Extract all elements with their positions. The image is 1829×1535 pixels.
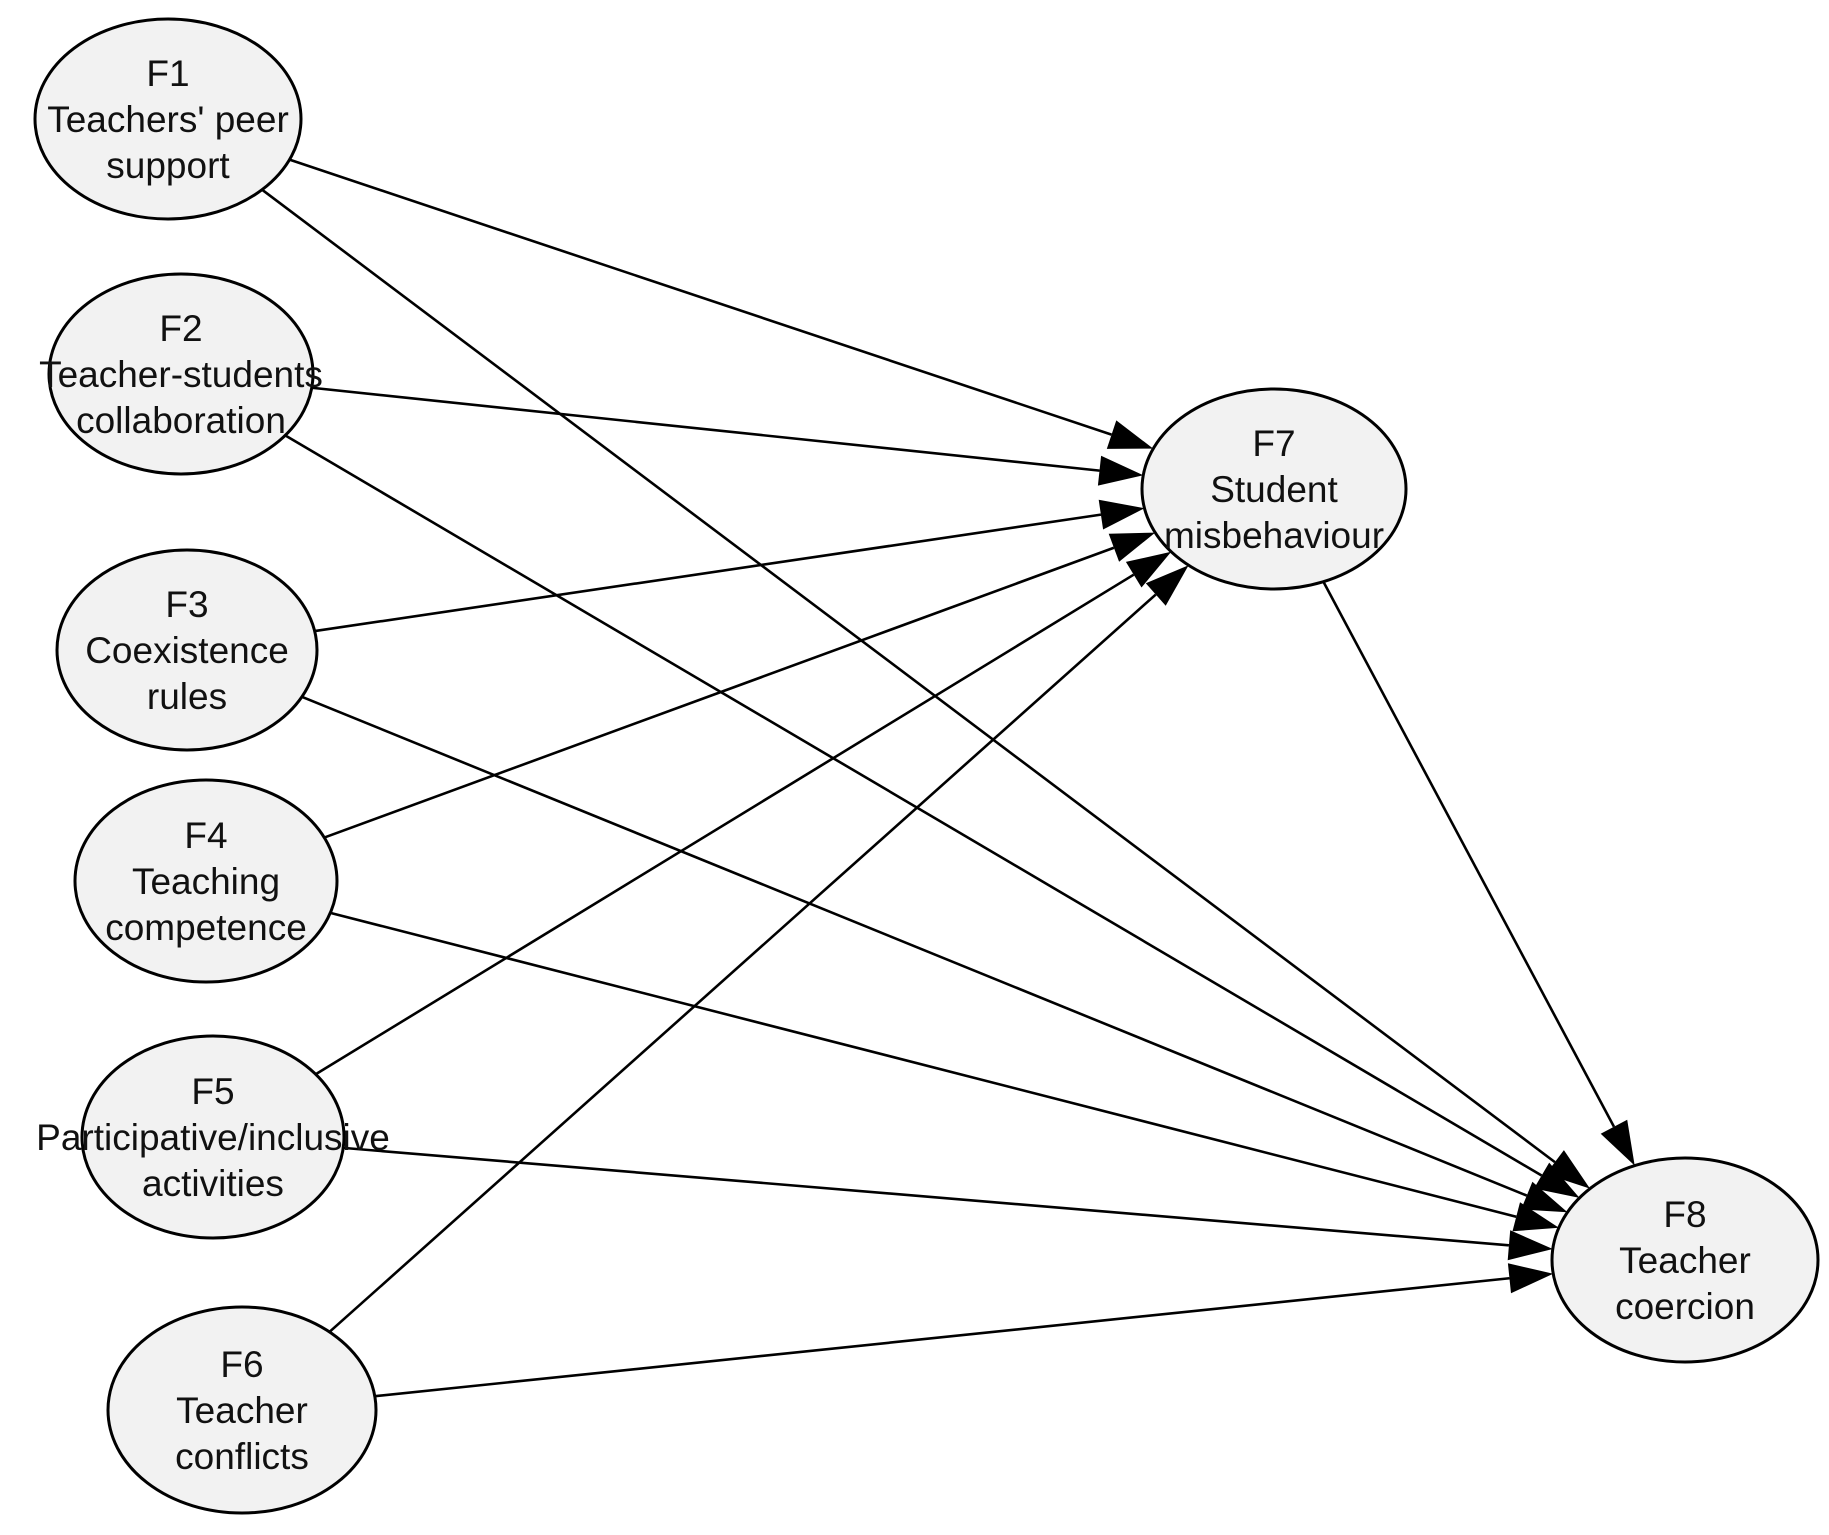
edge-line	[329, 911, 1517, 1219]
node-label-line: competence	[105, 907, 307, 948]
arrowhead-icon	[1145, 565, 1189, 606]
edge-f2-to-f8	[284, 434, 1580, 1198]
node-label-line: conflicts	[175, 1436, 309, 1477]
edge-f3-to-f8	[301, 695, 1568, 1213]
edge-line	[301, 695, 1528, 1197]
edge-f5-to-f8	[343, 1146, 1553, 1261]
node-id-label: F1	[146, 53, 189, 94]
arrowhead-icon	[1521, 1181, 1568, 1213]
arrowhead-icon	[1534, 1162, 1580, 1198]
node-ellipse	[1550, 1156, 1820, 1364]
edges-layer	[261, 158, 1635, 1398]
arrowhead-icon	[1507, 1230, 1553, 1261]
node-label-line: Teaching	[132, 861, 280, 902]
node-id-label: F3	[165, 584, 208, 625]
node-id-label: F2	[159, 308, 202, 349]
edge-f1-to-f8	[261, 188, 1590, 1189]
edge-line	[311, 386, 1100, 472]
node-label-line: rules	[147, 676, 227, 717]
node-ellipse	[73, 778, 339, 984]
node-label-line: Teacher	[176, 1390, 308, 1431]
node-id-label: F8	[1663, 1194, 1706, 1235]
node-label-line: collaboration	[76, 400, 286, 441]
arrowhead-icon	[1600, 1119, 1635, 1166]
arrowhead-icon	[1545, 1150, 1590, 1189]
edge-line	[374, 1276, 1510, 1398]
edge-f4-to-f8	[329, 911, 1559, 1232]
node-label-line: Teachers' peer	[47, 99, 289, 140]
edge-line	[261, 188, 1556, 1164]
arrowhead-icon	[1106, 420, 1154, 449]
node-ellipse	[55, 548, 319, 752]
arrowhead-icon	[1108, 532, 1156, 562]
node-id-label: F4	[184, 815, 227, 856]
arrowhead-icon	[1098, 499, 1145, 530]
arrowhead-icon	[1507, 1263, 1554, 1294]
node-label-line: activities	[142, 1163, 284, 1204]
node-ellipse	[1140, 387, 1408, 591]
node-ellipse	[47, 272, 315, 476]
node-label-line: Teacher	[1619, 1240, 1751, 1281]
node-label-line: coercion	[1615, 1286, 1755, 1327]
edge-line	[284, 434, 1543, 1177]
edge-f2-to-f7	[311, 386, 1144, 486]
node-id-label: F5	[191, 1071, 234, 1112]
node-id-label: F7	[1252, 423, 1295, 464]
arrowhead-icon	[1125, 551, 1172, 588]
node-label-line: Participative/inclusive	[36, 1117, 390, 1158]
edge-line	[343, 1146, 1510, 1247]
edge-line	[314, 513, 1102, 633]
node-ellipse	[106, 1305, 378, 1515]
node-label-line: Coexistence	[85, 630, 289, 671]
node-label-line: Teacher-students	[39, 354, 323, 395]
arrowhead-icon	[1097, 455, 1144, 486]
node-label-line: Student	[1210, 469, 1338, 510]
node-ellipse	[80, 1034, 346, 1240]
arrowhead-icon	[1512, 1202, 1559, 1232]
edge-line	[289, 158, 1112, 436]
node-id-label: F6	[220, 1344, 263, 1385]
edge-line	[323, 546, 1115, 839]
edge-f4-to-f7	[323, 532, 1156, 839]
node-label-line: misbehaviour	[1164, 515, 1384, 556]
edge-line	[315, 573, 1135, 1076]
edge-f7-to-f8	[1322, 581, 1635, 1166]
edge-f3-to-f7	[314, 499, 1145, 633]
edge-line	[328, 593, 1157, 1333]
edge-f6-to-f7	[328, 565, 1189, 1333]
node-ellipse	[33, 17, 303, 221]
node-label-line: support	[106, 145, 230, 186]
edge-f1-to-f7	[289, 158, 1154, 449]
edge-line	[1322, 581, 1616, 1128]
edge-f6-to-f8	[374, 1263, 1554, 1398]
edge-f5-to-f7	[315, 551, 1172, 1076]
